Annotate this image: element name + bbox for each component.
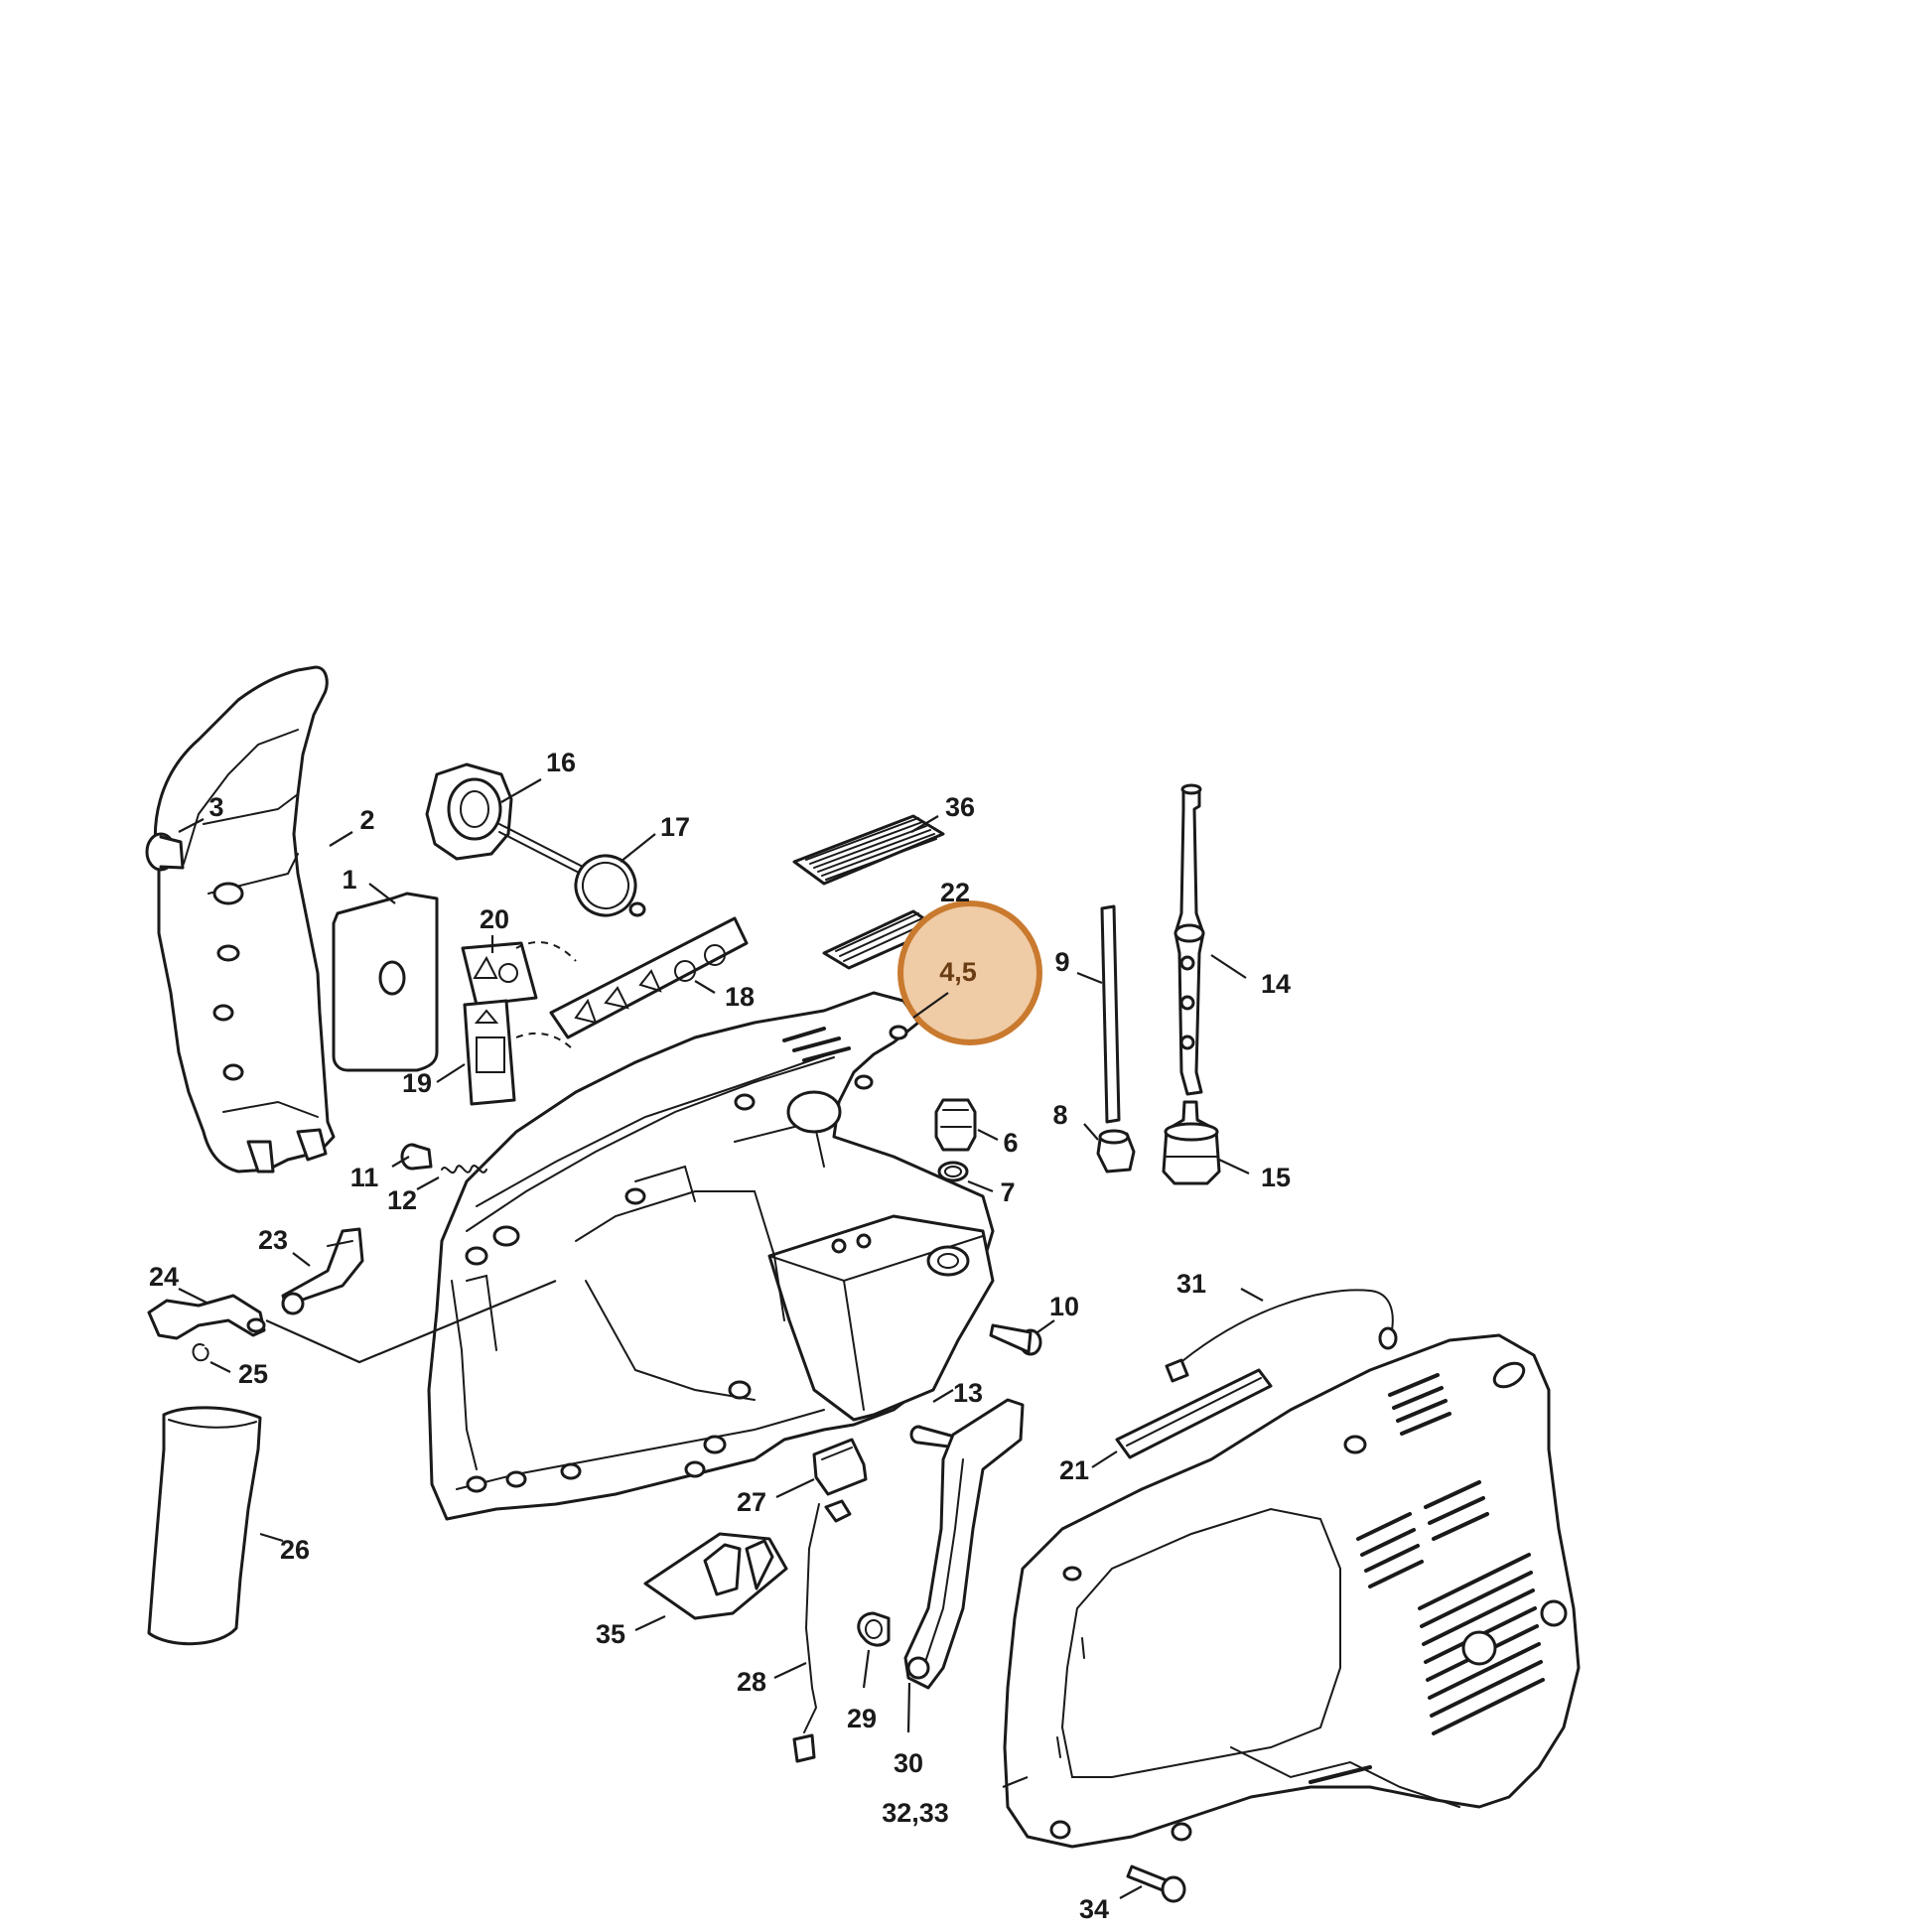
callout-12[interactable]: 12: [387, 1185, 417, 1215]
part-25-clip: [192, 1343, 209, 1362]
part-2-handle-bracket: [153, 665, 336, 1173]
callout-29[interactable]: 29: [847, 1704, 877, 1733]
part-34-screw: [1126, 1864, 1186, 1903]
callout-labels: 1 2 3 6 7 8 9 10 11 12 13 14 15 16 17 18…: [149, 748, 1291, 1924]
part-32-33-cover: [1003, 1333, 1581, 1849]
callout-2[interactable]: 2: [359, 805, 374, 835]
part-14-fuel-hose: [1173, 783, 1205, 1096]
part-28-wire: [792, 1499, 852, 1763]
callout-18[interactable]: 18: [725, 982, 755, 1012]
callout-1[interactable]: 1: [342, 865, 356, 895]
callout-26[interactable]: 26: [280, 1535, 310, 1565]
callout-35[interactable]: 35: [596, 1619, 625, 1649]
part-23-trigger: [281, 1227, 364, 1315]
part-29-clamp: [857, 1611, 891, 1647]
callout-3[interactable]: 3: [208, 792, 223, 822]
part-17-o-ring: [574, 854, 637, 917]
part-12-spring: [441, 1165, 487, 1174]
leader-lines: [178, 778, 1264, 1899]
callout-17[interactable]: 17: [660, 812, 690, 842]
part-24-lever: [147, 1279, 557, 1364]
part-35-cover-plate: [643, 1532, 788, 1620]
main-housing: [427, 991, 995, 1521]
callout-20[interactable]: 20: [480, 904, 509, 934]
part-9-rod: [1100, 904, 1121, 1124]
part-7-o-ring: [937, 1161, 969, 1182]
callout-6[interactable]: 6: [1003, 1128, 1018, 1158]
callout-25[interactable]: 25: [238, 1359, 268, 1389]
callout-22[interactable]: 22: [940, 878, 970, 907]
callout-23[interactable]: 23: [258, 1225, 288, 1255]
highlight-label: 4,5: [939, 957, 977, 987]
part-21-cover-decal: [1115, 1368, 1273, 1459]
part-31-cable: [1165, 1289, 1398, 1383]
part-26-handle-sleeve: [147, 1406, 262, 1646]
callout-10[interactable]: 10: [1049, 1292, 1079, 1321]
part-1-air-filter: [332, 892, 439, 1072]
callout-27[interactable]: 27: [737, 1487, 766, 1517]
callout-8[interactable]: 8: [1052, 1100, 1067, 1130]
part-20-decal: [461, 941, 577, 1007]
part-3-screw: [145, 832, 185, 872]
part-30-lever-arm: [903, 1398, 1025, 1690]
part-27-switch: [812, 1438, 868, 1496]
callout-28[interactable]: 28: [737, 1667, 766, 1697]
part-8-grommet: [1096, 1129, 1136, 1173]
part-36-mesh: [792, 814, 945, 886]
callout-14[interactable]: 14: [1261, 969, 1291, 999]
part-15-fuel-filter: [1162, 1100, 1221, 1185]
callout-7[interactable]: 7: [1000, 1177, 1015, 1207]
callout-21[interactable]: 21: [1059, 1455, 1089, 1485]
part-19-decal: [463, 999, 575, 1106]
callout-24[interactable]: 24: [149, 1262, 179, 1292]
callout-31[interactable]: 31: [1176, 1269, 1206, 1299]
callout-32-33[interactable]: 32,33: [882, 1798, 949, 1828]
part-18-decal-strip: [549, 916, 749, 1039]
highlight-circle[interactable]: [897, 900, 1042, 1045]
callout-13[interactable]: 13: [953, 1378, 983, 1408]
callout-11[interactable]: 11: [350, 1163, 379, 1192]
callout-30[interactable]: 30: [894, 1748, 923, 1778]
callout-9[interactable]: 9: [1054, 947, 1069, 977]
part-11-sleeve: [400, 1143, 433, 1171]
highlight-callout-4-5[interactable]: 4,5: [897, 900, 1042, 1045]
callout-34[interactable]: 34: [1079, 1894, 1109, 1924]
callout-19[interactable]: 19: [402, 1068, 432, 1098]
part-6-cap: [934, 1098, 977, 1152]
callout-36[interactable]: 36: [945, 792, 975, 822]
callout-15[interactable]: 15: [1261, 1163, 1291, 1192]
part-10-screw: [989, 1323, 1042, 1356]
callout-16[interactable]: 16: [546, 748, 576, 777]
